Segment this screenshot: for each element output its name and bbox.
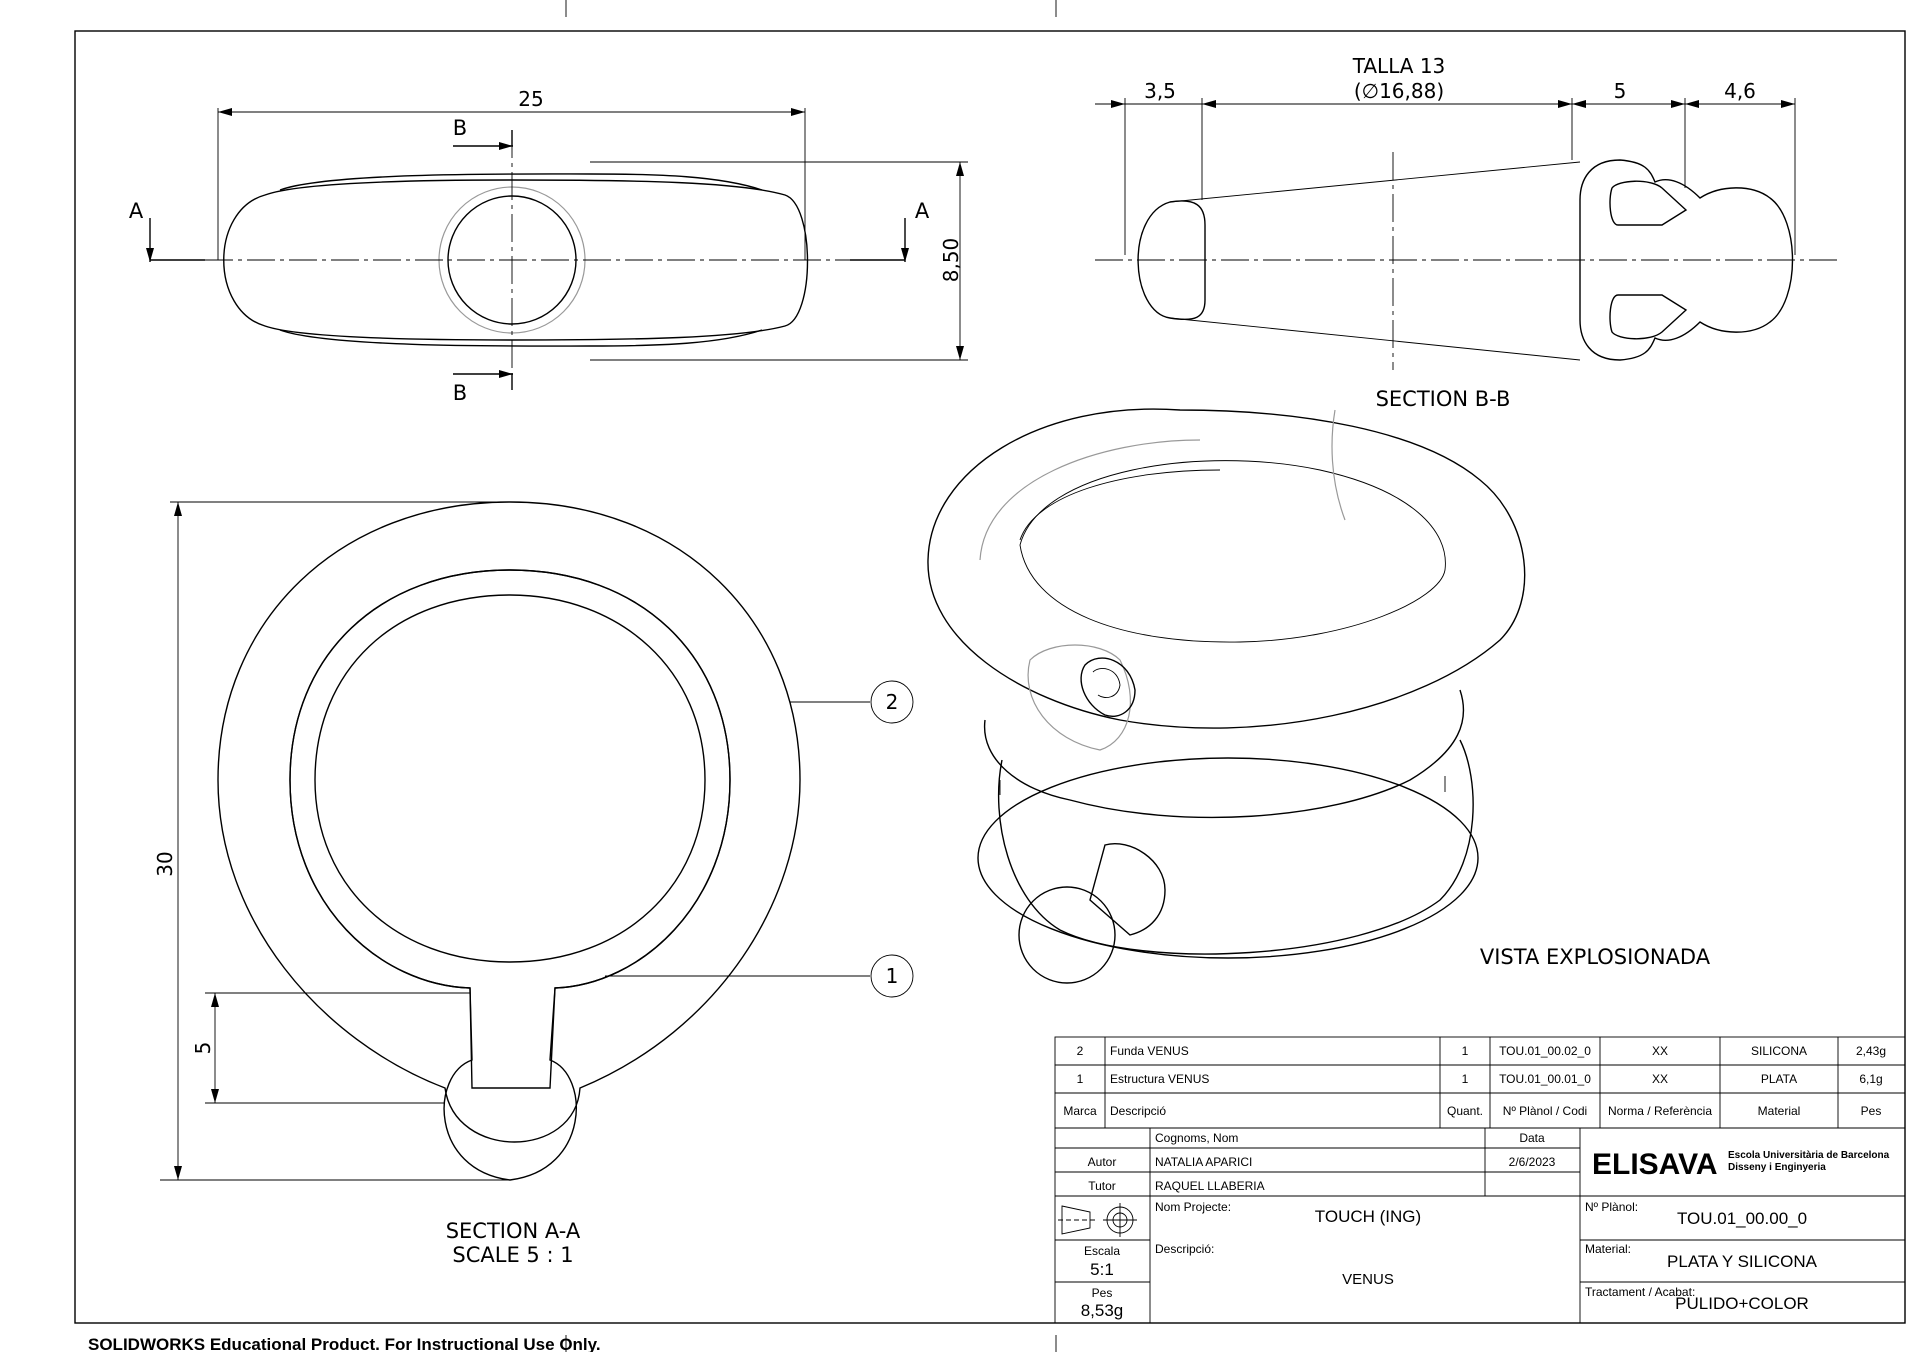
projection-symbol-icon [1058, 1203, 1137, 1237]
elisava-logo: ELISAVA [1592, 1148, 1718, 1181]
project-label: Nom Projecte: [1155, 1200, 1231, 1214]
desc-value: VENUS [1342, 1271, 1394, 1288]
bom-row-1-norma: XX [1652, 1072, 1668, 1086]
bom-header-marca: Marca [1063, 1104, 1097, 1118]
bom-row-2-material: SILICONA [1751, 1044, 1807, 1058]
dim-right-inner: 5 [1614, 79, 1627, 103]
finish-value: PULIDO+COLOR [1675, 1294, 1809, 1313]
section-a-label-right: A [915, 199, 930, 223]
section-bb-title: SECTION B-B [1376, 387, 1511, 411]
dim-right-outer: 4,6 [1724, 79, 1756, 103]
dim-left: 3,5 [1144, 79, 1176, 103]
scale-value: 5:1 [1090, 1260, 1114, 1279]
dim-width: 25 [518, 87, 543, 111]
finish-label: Tractament / Acabat: [1585, 1285, 1695, 1299]
size-diameter: (∅16,88) [1354, 79, 1444, 103]
project-value: TOUCH (ING) [1315, 1207, 1421, 1226]
bom-header-norma: Norma / Referència [1608, 1104, 1712, 1118]
weight-label: Pes [1092, 1286, 1113, 1300]
bom-header-codi: Nº Plànol / Codi [1503, 1104, 1587, 1118]
bom-header-pes: Pes [1861, 1104, 1882, 1118]
weight-value: 8,53g [1081, 1301, 1124, 1320]
balloon-2-label: 2 [886, 690, 899, 714]
section-bb-view: 3,5 TALLA 13 (∅16,88) 5 4,6 SECTION B-B [1095, 54, 1840, 411]
bom-row-2-codi: TOU.01_00.02_0 [1499, 1044, 1591, 1058]
material-label: Material: [1585, 1242, 1631, 1256]
sheet-border [74, 30, 1906, 1324]
section-b-label-bottom: B [453, 381, 467, 405]
autor-name: NATALIA APARICI [1155, 1155, 1252, 1169]
section-aa-scale: SCALE 5 : 1 [452, 1243, 573, 1267]
bom-header-material: Material [1758, 1104, 1801, 1118]
dim-ring-height: 30 [153, 851, 177, 876]
size-title: TALLA 13 [1352, 54, 1446, 78]
balloon-1-label: 1 [886, 964, 899, 988]
tutor-label: Tutor [1088, 1179, 1116, 1193]
bom-header-desc: Descripció [1110, 1104, 1166, 1118]
exploded-title: VISTA EXPLOSIONADA [1480, 945, 1711, 969]
col-date-header: Data [1519, 1131, 1545, 1145]
exploded-view: VISTA EXPLOSIONADA [927, 408, 1711, 984]
educational-footer: SOLIDWORKS Educational Product. For Inst… [88, 1335, 601, 1352]
autor-label: Autor [1088, 1155, 1117, 1169]
material-value: PLATA Y SILICONA [1667, 1252, 1818, 1271]
bom-row-1-desc: Estructura VENUS [1110, 1072, 1209, 1086]
plan-value: TOU.01_00.00_0 [1677, 1209, 1807, 1228]
bom-row-1-marca: 1 [1077, 1072, 1084, 1086]
bom-row-1-quant: 1 [1462, 1072, 1469, 1086]
autor-date: 2/6/2023 [1509, 1155, 1556, 1169]
top-view: 25 8,50 A A B B [129, 87, 968, 405]
balloon-2 [870, 680, 914, 724]
title-block: 2 Funda VENUS 1 TOU.01_00.02_0 XX SILICO… [1054, 1036, 1906, 1324]
section-a-label-left: A [129, 199, 144, 223]
logo-sub-1: Escola Universitària de Barcelona [1728, 1150, 1890, 1161]
section-aa-title: SECTION A-A [446, 1219, 581, 1243]
col-name-header: Cognoms, Nom [1155, 1131, 1238, 1145]
plan-label: Nº Plànol: [1585, 1200, 1638, 1214]
scale-label: Escala [1084, 1244, 1120, 1258]
bom-header-quant: Quant. [1447, 1104, 1483, 1118]
bom-row-2-quant: 1 [1462, 1044, 1469, 1058]
bom-row-1-codi: TOU.01_00.01_0 [1499, 1072, 1591, 1086]
bom-row-2-desc: Funda VENUS [1110, 1044, 1189, 1058]
section-aa-view: 30 5 2 1 SECTION A-A SCALE 5 : 1 [153, 501, 914, 1267]
dim-stem: 5 [191, 1042, 215, 1055]
section-b-label-top: B [453, 116, 467, 140]
bom-row-1-pes: 6,1g [1859, 1072, 1882, 1086]
bom-row-2-pes: 2,43g [1856, 1044, 1886, 1058]
bom-row-2-marca: 2 [1077, 1044, 1084, 1058]
logo-sub-2: Disseny i Enginyeria [1728, 1162, 1826, 1173]
balloon-1 [870, 954, 914, 998]
bom-row-1-material: PLATA [1761, 1072, 1797, 1086]
dim-height: 8,50 [939, 238, 963, 283]
bom-row-2-norma: XX [1652, 1044, 1668, 1058]
desc-label: Descripció: [1155, 1242, 1214, 1256]
tutor-name: RAQUEL LLABERIA [1155, 1179, 1265, 1193]
